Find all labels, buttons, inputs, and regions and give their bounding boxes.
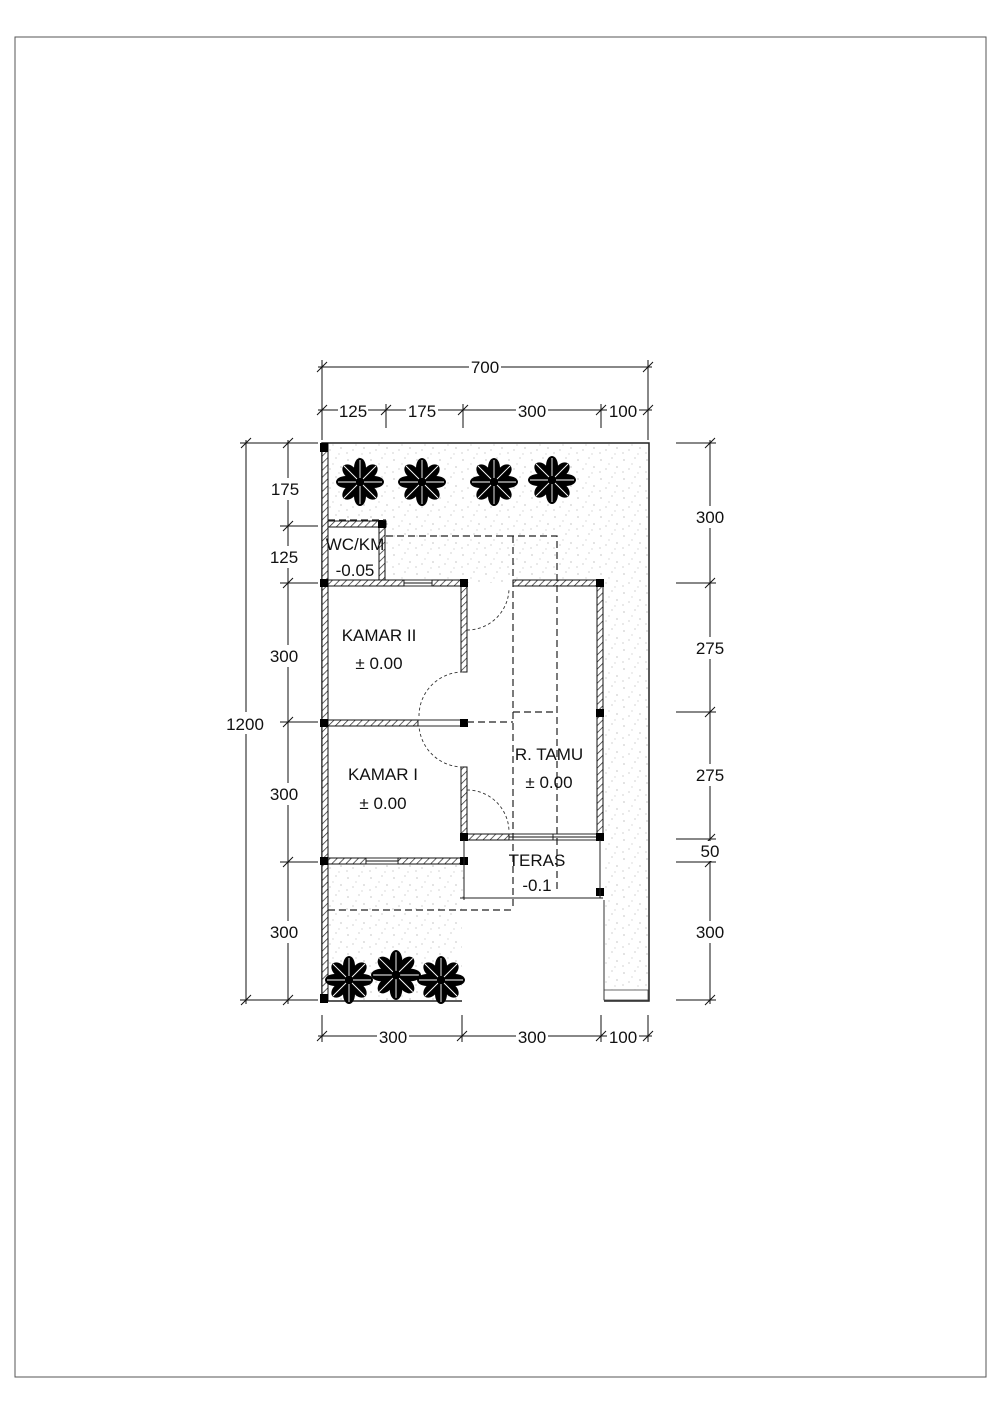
door-swings xyxy=(418,587,510,833)
kamar2-level: ± 0.00 xyxy=(355,654,402,673)
kamar1-name: KAMAR I xyxy=(348,765,418,784)
dim-right-4: 50 xyxy=(701,842,720,861)
dim-bottom-2: 300 xyxy=(518,1028,546,1047)
dim-left-4: 300 xyxy=(270,785,298,804)
teras-level: -0.1 xyxy=(522,876,551,895)
dim-bottom-3: 100 xyxy=(609,1028,637,1047)
room-labels: WC/KM -0.05 KAMAR II ± 0.00 KAMAR I ± 0.… xyxy=(326,535,583,895)
teras-outline xyxy=(460,840,603,900)
tamu-name: R. TAMU xyxy=(515,745,583,764)
tamu-level: ± 0.00 xyxy=(525,773,572,792)
dim-top-4: 100 xyxy=(609,402,637,421)
dim-top-3: 300 xyxy=(518,402,546,421)
dimension-labels: 700 125 175 300 100 300 300 100 1200 175… xyxy=(224,355,729,1047)
wc-level: -0.05 xyxy=(336,561,375,580)
dim-right-3: 275 xyxy=(696,766,724,785)
teras-name: TERAS xyxy=(509,851,566,870)
dim-top-1: 125 xyxy=(339,402,367,421)
sheet-border xyxy=(14,36,987,1378)
dim-top-2: 175 xyxy=(408,402,436,421)
wc-name: WC/KM xyxy=(326,535,385,554)
dim-top-overall: 700 xyxy=(471,358,499,377)
dim-left-1: 175 xyxy=(271,480,299,499)
kamar1-level: ± 0.00 xyxy=(359,794,406,813)
roof-outline xyxy=(328,519,558,911)
dim-left-5: 300 xyxy=(270,923,298,942)
dim-left-3: 300 xyxy=(270,647,298,666)
windows xyxy=(365,579,598,865)
dim-left-overall: 1200 xyxy=(226,715,264,734)
dim-right-2: 275 xyxy=(696,639,724,658)
dim-left-2: 125 xyxy=(270,548,298,567)
dim-right-5: 300 xyxy=(696,923,724,942)
dim-bottom-1: 300 xyxy=(379,1028,407,1047)
kamar2-name: KAMAR II xyxy=(342,626,417,645)
dim-right-1: 300 xyxy=(696,508,724,527)
